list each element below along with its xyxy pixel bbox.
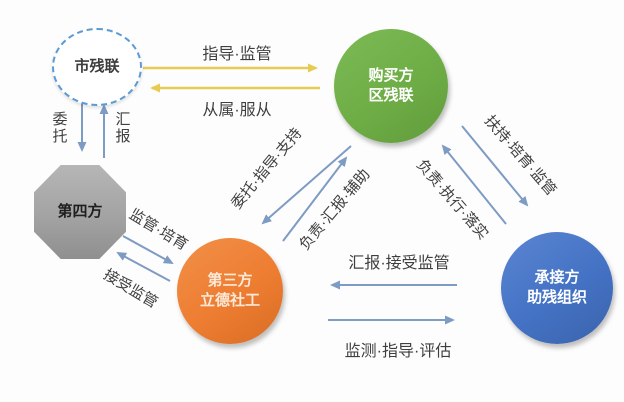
node-undertaker-label-line2: 助残组织 — [526, 289, 587, 306]
node-third-party-label-line1: 第三方 — [207, 271, 253, 289]
node-undertaker-org: 承接方 助残组织 — [501, 232, 613, 344]
edge-label-report-accept-supervision: 汇报·接受监管 — [348, 255, 450, 272]
node-undertaker-label-line1: 承接方 — [534, 268, 580, 286]
node-buyer-label-line1: 购买方 — [368, 66, 414, 84]
edge-label-entrust: 委托 — [50, 111, 68, 145]
arrow-responsible-report-assist — [282, 156, 348, 242]
arrow-entrust-guide-support — [261, 145, 352, 225]
node-buyer-label-line2: 区残联 — [368, 87, 414, 104]
node-city-cdpf: 市残联 — [52, 28, 142, 106]
node-buyer-district-cdpf: 购买方 区残联 — [334, 29, 448, 143]
edge-label-guide-supervise: 指导·监管 — [202, 46, 272, 63]
arrow-accept-supervision — [116, 252, 171, 282]
edge-label-subordinate-obey: 从属·服从 — [202, 102, 272, 119]
node-third-party-label-line2: 立德社工 — [199, 292, 260, 309]
node-fourth-party: 第四方 — [34, 165, 126, 259]
arrow-responsible-execute-implement — [441, 144, 507, 225]
arrow-support-cultivate-supervise — [461, 125, 529, 207]
node-fourth-party-label: 第四方 — [57, 202, 103, 220]
edge-label-monitor-guide-evaluate: 监测·指导·评估 — [344, 343, 452, 360]
arrow-supervise-cultivate — [122, 235, 174, 264]
node-city-cdpf-label: 市残联 — [74, 57, 120, 75]
edge-label-report: 汇报 — [113, 111, 131, 145]
node-third-party-lide: 第三方 立德社工 — [177, 238, 283, 344]
